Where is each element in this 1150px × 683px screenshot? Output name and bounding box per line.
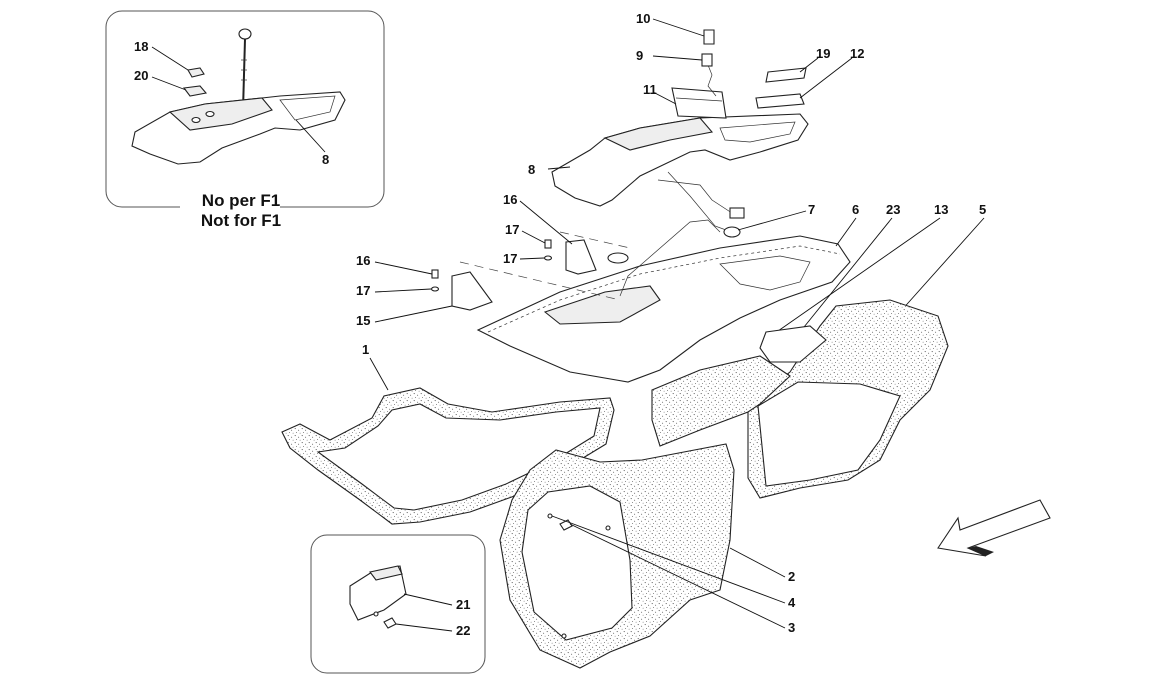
callout-19: 19	[816, 46, 830, 61]
callout-3: 3	[788, 620, 795, 635]
callout-2: 2	[788, 569, 795, 584]
callout-1: 1	[362, 342, 369, 357]
main-console: 16 17 17 16 17 15 7 6 23 13 5	[356, 192, 986, 383]
part-11	[703, 29, 715, 45]
callout-16a: 17	[505, 222, 519, 237]
callout-8-inset: 8	[322, 152, 329, 167]
part-7	[723, 226, 741, 238]
callout-16b: 16	[356, 253, 370, 268]
callout-5: 5	[979, 202, 986, 217]
caption-mask	[180, 198, 280, 216]
callout-7: 7	[808, 202, 815, 217]
washer-17b	[430, 286, 440, 292]
part-20	[182, 85, 208, 97]
callout-8: 8	[528, 162, 535, 177]
inset-bracket-frame	[310, 534, 486, 674]
bolt-16b	[431, 269, 439, 279]
part-14	[451, 271, 493, 311]
inset-non-f1: 18 20 8 No per F1 Not for F1	[105, 10, 385, 230]
inset-bracket: 21 22	[310, 534, 486, 674]
callout-17a: 17	[503, 251, 517, 266]
part-18	[187, 67, 205, 78]
callout-4: 4	[788, 595, 796, 610]
callout-20: 20	[134, 68, 148, 83]
part-6-console	[476, 235, 851, 383]
callout-17b: 17	[356, 283, 370, 298]
part-15	[565, 239, 597, 275]
part-12-carpet	[651, 355, 791, 447]
part-9	[671, 87, 727, 119]
part-19	[765, 67, 807, 83]
callout-14: 15	[356, 313, 370, 328]
bolt-16a	[544, 239, 552, 249]
carpet-parts: 1 2 4 3	[281, 299, 949, 669]
part-2-panel	[521, 485, 633, 641]
callout-6: 6	[852, 202, 859, 217]
callout-23: 23	[886, 202, 900, 217]
inset-caption-line1: No per F1	[202, 191, 280, 210]
upper-console: 10 9 11 19 12 8	[528, 11, 864, 231]
callout-10: 9	[636, 48, 643, 63]
inset-caption-line2: Not for F1	[201, 211, 281, 230]
part-10	[701, 53, 713, 67]
washer-17a	[543, 255, 553, 261]
direction-arrow-icon	[937, 499, 1051, 557]
gear-lever	[238, 28, 252, 111]
callout-15: 16	[503, 192, 517, 207]
callout-18: 18	[134, 39, 148, 54]
callout-11: 10	[636, 11, 650, 26]
callout-22: 22	[456, 623, 470, 638]
callout-12: 13	[934, 202, 948, 217]
callout-21: 21	[456, 597, 470, 612]
part-13	[755, 93, 805, 109]
callout-9: 11	[643, 82, 657, 97]
callout-13: 12	[850, 46, 864, 61]
